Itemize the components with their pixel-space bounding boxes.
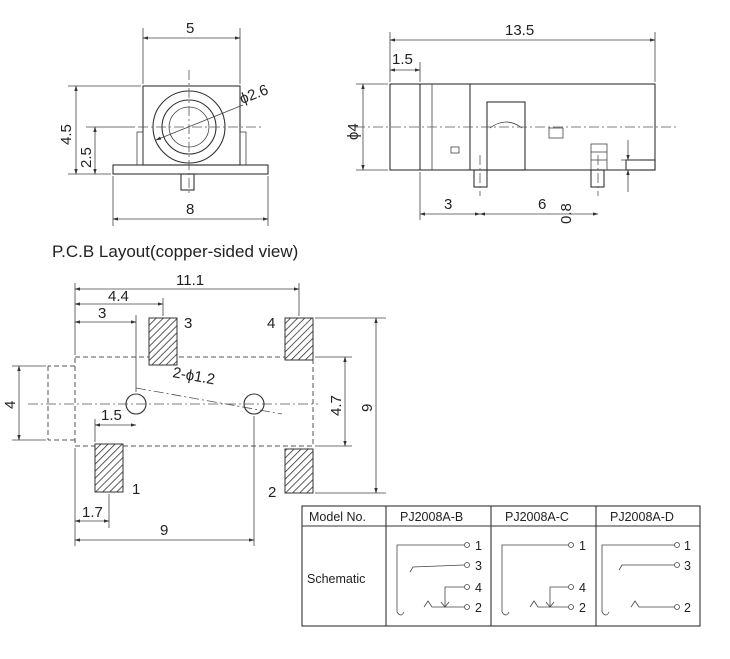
front-view-body — [112, 70, 269, 196]
dim-pin-span: 6 — [479, 196, 599, 216]
dim-diameter-label: ϕ4 — [345, 123, 362, 140]
schematic-d: 1 3 2 — [601, 539, 691, 616]
dim-height: 4.5 — [58, 85, 141, 175]
dim-pin-width: 0.8 — [558, 140, 640, 224]
pin-b-2: 2 — [475, 601, 482, 615]
pad-4 — [284, 317, 314, 361]
dim-base-label: 8 — [186, 201, 194, 218]
dim-pin-position: 3 — [419, 172, 481, 220]
pcb-dim-body: 4 — [2, 365, 46, 441]
dim-lip: 1.5 — [389, 51, 421, 82]
side-view: 13.5 1.5 ϕ4 3 6 0.8 — [345, 22, 676, 224]
pad-3 — [148, 317, 178, 366]
table-row-schematic: Schematic — [307, 572, 365, 586]
pcb-dim-hole-off: 1.5 — [94, 407, 137, 442]
pin-d-2: 2 — [684, 601, 691, 615]
pcb-dim-hole-off-label: 1.5 — [101, 407, 122, 424]
pcb-dim-edge-label: 1.7 — [82, 504, 103, 521]
dim-diameter: ϕ4 — [345, 83, 388, 171]
dim-hole: ϕ2.6 — [155, 81, 271, 141]
pcb-dim-pad3: 4.4 — [74, 288, 164, 316]
pcb-dim-hole-pos-label: 3 — [98, 305, 106, 322]
pcb-layout: 3 4 1 2 11.1 4.4 3 2-ϕ1.2 1.5 — [2, 272, 386, 546]
pcb-dim-hole-pos: 3 — [74, 305, 137, 392]
pcb-dim-hole-dia: 2-ϕ1.2 — [171, 364, 216, 388]
pcb-dim-hole-dia-label: 2-ϕ1.2 — [171, 364, 216, 388]
pcb-dim-pad-span-label: 4.7 — [328, 395, 345, 416]
mount-hole-right — [243, 393, 265, 415]
pcb-dim-body-label: 4 — [2, 401, 19, 409]
pcb-dim-overall: 11.1 — [74, 272, 300, 355]
pad-label-2: 2 — [268, 484, 276, 501]
pcb-holes — [125, 393, 265, 415]
dim-width-label: 5 — [186, 20, 194, 37]
dim-offset: 2.5 — [78, 126, 135, 175]
table-header-c: PJ2008A-C — [505, 510, 569, 524]
pcb-pads: 3 4 1 2 — [94, 315, 314, 501]
pcb-dim-pad3-label: 4.4 — [108, 288, 129, 305]
table-header-d: PJ2008A-D — [610, 510, 674, 524]
dim-pin-position-label: 3 — [444, 196, 452, 213]
pcb-dim-overall-label: 11.1 — [176, 272, 204, 289]
dim-length-label: 13.5 — [505, 22, 534, 39]
table-header-model: Model No. — [309, 510, 366, 524]
schematic-b: 1 3 4 2 — [396, 539, 482, 616]
pcb-dim-height: 9 — [315, 317, 386, 494]
pad-label-1: 1 — [132, 481, 140, 498]
pad-label-4: 4 — [267, 315, 275, 332]
pin-c-4: 4 — [579, 581, 586, 595]
dim-offset-label: 2.5 — [78, 147, 95, 168]
dim-width: 5 — [142, 20, 241, 84]
pcb-outline — [28, 356, 318, 447]
pad-1 — [94, 443, 124, 493]
pcb-dim-span: 9 — [74, 416, 255, 546]
dim-length: 13.5 — [389, 22, 656, 82]
pad-label-3: 3 — [184, 315, 192, 332]
pin-d-1: 1 — [684, 539, 691, 553]
pad-2 — [284, 448, 314, 494]
pin-b-4: 4 — [475, 581, 482, 595]
schematic-c: 1 4 2 — [501, 539, 586, 616]
pin-b-1: 1 — [475, 539, 482, 553]
pin-d-3: 3 — [684, 559, 691, 573]
schematic-table: Model No. PJ2008A-B PJ2008A-C PJ2008A-D … — [301, 505, 701, 627]
pin-c-1: 1 — [579, 539, 586, 553]
side-view-body — [355, 83, 676, 196]
pin-b-3: 3 — [475, 559, 482, 573]
dim-lip-label: 1.5 — [392, 51, 413, 68]
dim-pin-span-label: 6 — [538, 196, 546, 213]
pcb-dim-edge: 1.7 — [74, 448, 110, 546]
pin-c-2: 2 — [579, 601, 586, 615]
dim-pin-width-label: 0.8 — [558, 203, 575, 224]
dim-height-label: 4.5 — [58, 124, 75, 145]
pcb-layout-title: P.C.B Layout(copper-sided view) — [52, 242, 298, 261]
table-header-b: PJ2008A-B — [400, 510, 463, 524]
dim-hole-label: ϕ2.6 — [237, 81, 270, 107]
pcb-dim-height-label: 9 — [359, 404, 376, 412]
front-view: 5 4.5 2.5 8 ϕ2.6 — [58, 20, 271, 226]
mount-hole-left — [125, 393, 147, 415]
pcb-dim-pad-span: 4.7 — [315, 356, 352, 447]
pcb-dim-span-label: 9 — [160, 522, 168, 539]
dim-base: 8 — [112, 176, 269, 226]
